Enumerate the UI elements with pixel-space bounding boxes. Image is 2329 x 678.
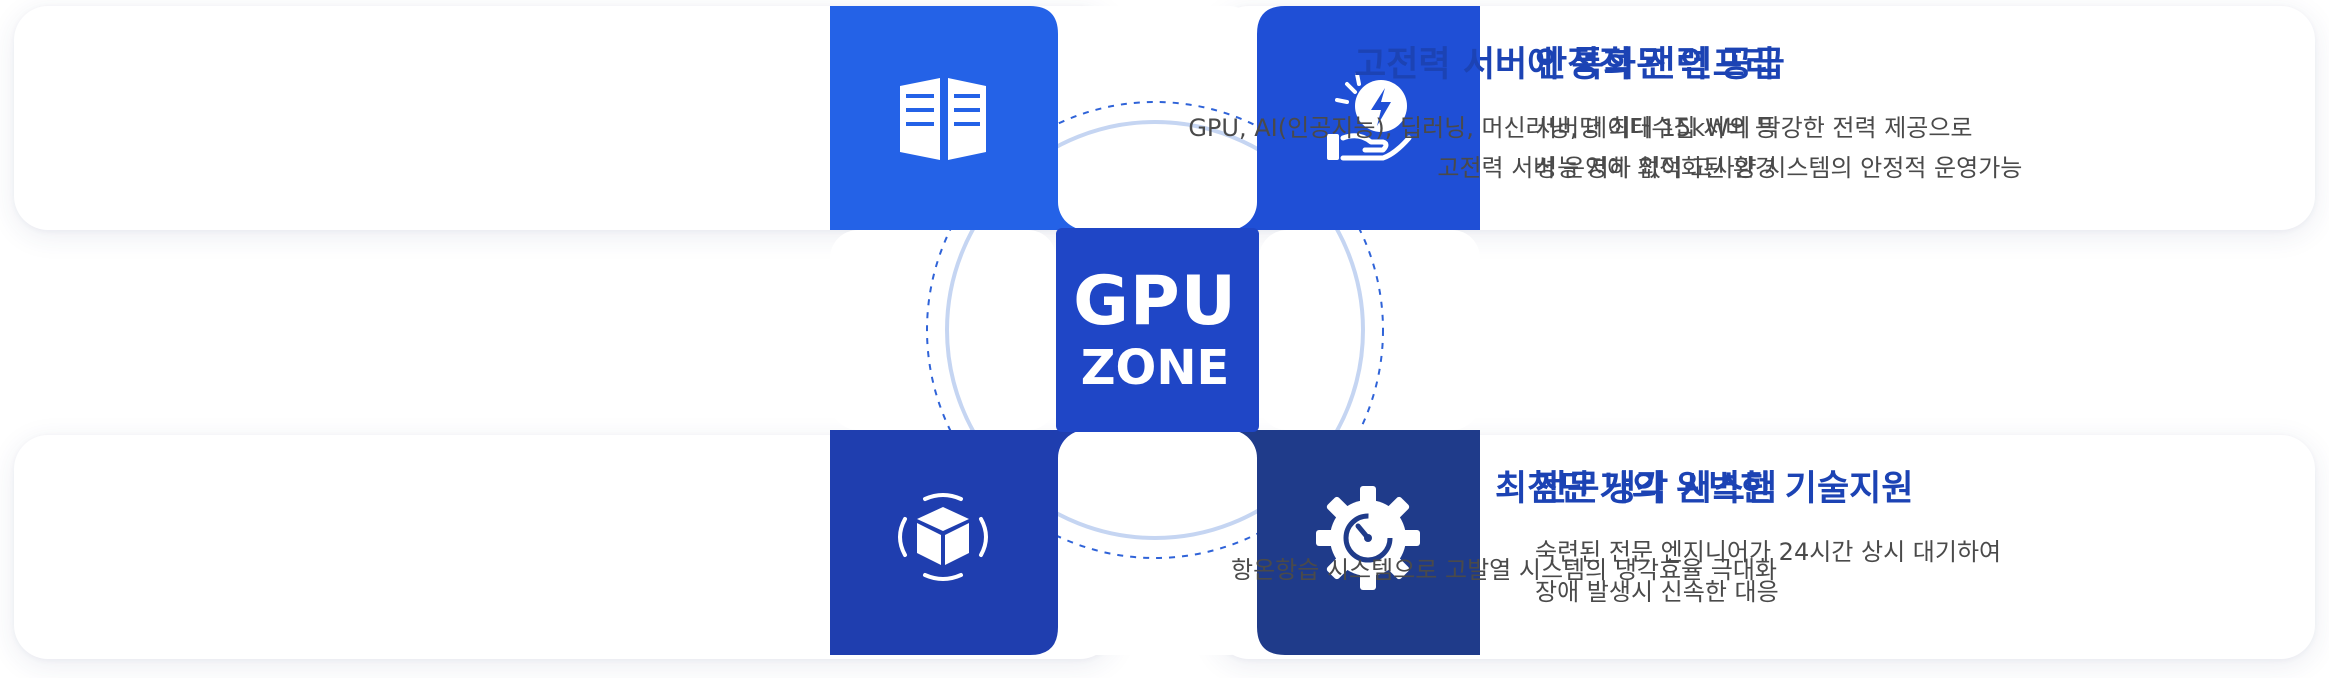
feature-desc-stable-power: 서버당 최대 15kW의 막강한 전력 제공으로 성능 저하 없이 고사양 시스… [1535, 108, 2022, 188]
feature-desc-cooling: 항온항습 시스템으로 고발열 시스템의 냉각효율 극대화 [1231, 550, 1777, 590]
cooling-cube-icon [898, 493, 988, 581]
feature-desc-tech-support: 숙련된 전문 엔지니어가 24시간 상시 대기하여 장애 발생시 신속한 대응 [1535, 532, 2001, 612]
desc-line: 항온항습 시스템으로 고발열 시스템의 냉각효율 극대화 [1231, 556, 1777, 584]
tile-top-right [1223, 6, 1480, 230]
desc-line: 숙련된 전문 엔지니어가 24시간 상시 대기하여 [1535, 538, 2002, 566]
gear-clock-icon [1316, 486, 1420, 590]
gpu-zone-tile [1056, 228, 1259, 432]
gap-left [830, 230, 1056, 430]
center-title-gpu: GPU [1073, 262, 1237, 341]
feature-title-cooling: 최첨단 냉각 시스템 [1495, 469, 1777, 509]
desc-line: 서버당 최대 15kW의 막강한 전력 제공으로 [1535, 114, 1973, 142]
gap-right [1259, 230, 1480, 430]
server-rack-icon [900, 78, 986, 160]
desc-line: 성능 저하 없이 고사양 시스템의 안정적 운영가능 [1535, 154, 2023, 182]
feature-title-tech-support: 전문가의 완벽한 기술지원 [1535, 469, 1914, 509]
gap-top [1058, 6, 1257, 230]
desc-line: 고전력 서버 운영에 최적화된 환경 [1437, 154, 1777, 182]
feature-title-high-power-infra: 고전력 서버에 특화된 인프라 [1354, 45, 1777, 85]
feature-title-stable-power: 안정적 전력 공급 [1535, 45, 1785, 85]
power-supply-hand-icon [1327, 72, 1412, 161]
feature-desc-high-power-infra: GPU, AI(인공지능), 딥러닝, 머신러닝, 데이터수집 서버 등 고전력… [1188, 108, 1777, 188]
gap-bottom [1058, 430, 1257, 655]
desc-line: GPU, AI(인공지능), 딥러닝, 머신러닝, 데이터수집 서버 등 [1188, 114, 1777, 142]
center-title-zone: ZONE [1080, 340, 1230, 396]
desc-line: 장애 발생시 신속한 대응 [1535, 578, 1779, 606]
